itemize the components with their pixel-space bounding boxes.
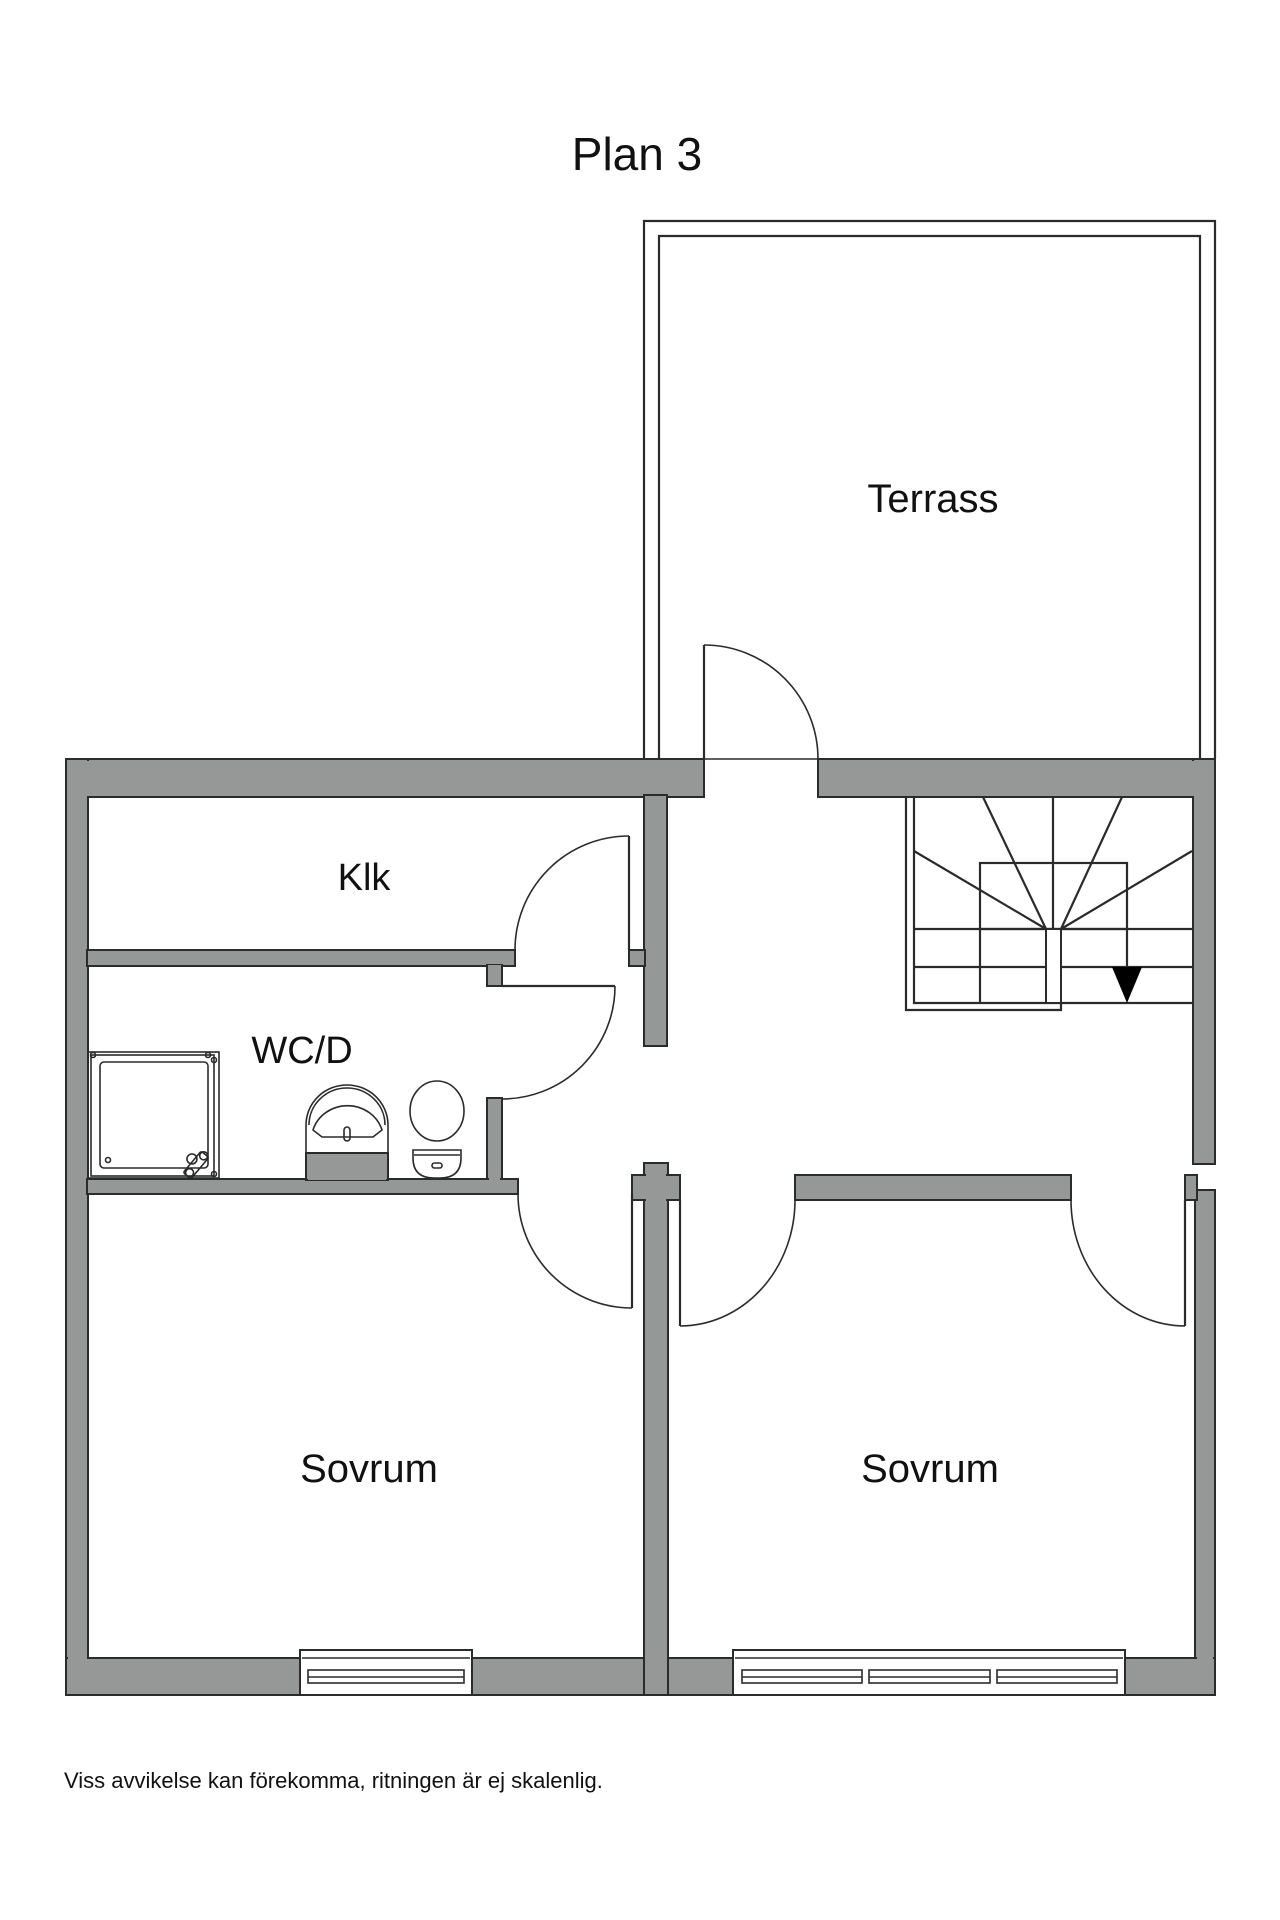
disclaimer-footnote: Viss avvikelse kan förekomma, ritningen … bbox=[64, 1768, 603, 1793]
bedroom-right-door-2 bbox=[1070, 1199, 1187, 1327]
terrace-door bbox=[702, 644, 819, 760]
stair-direction-arrow-icon bbox=[1112, 967, 1142, 1003]
exterior-walls bbox=[65, 758, 1216, 1696]
sink-icon bbox=[305, 1084, 389, 1154]
closet-label: Klk bbox=[338, 857, 392, 899]
interior-walls bbox=[86, 794, 1072, 1696]
bedroom-left-door bbox=[517, 1193, 634, 1309]
bathroom-door bbox=[501, 984, 616, 1100]
toilet-icon bbox=[409, 1080, 465, 1179]
bathroom-label: WC/D bbox=[251, 1030, 352, 1072]
terrace: Terrass bbox=[642, 219, 1217, 759]
plan-title: Plan 3 bbox=[572, 128, 702, 180]
window-left bbox=[299, 1649, 473, 1696]
bedroom-right-label: Sovrum bbox=[861, 1447, 999, 1491]
doors bbox=[501, 644, 1187, 1327]
bedroom-left-label: Sovrum bbox=[300, 1447, 438, 1491]
terrace-label: Terrass bbox=[867, 477, 998, 521]
closet-door bbox=[514, 835, 631, 951]
bedroom-right-door bbox=[678, 1199, 796, 1327]
shower-icon bbox=[87, 1051, 220, 1179]
window-right bbox=[732, 1649, 1126, 1696]
staircase bbox=[904, 796, 1193, 1012]
